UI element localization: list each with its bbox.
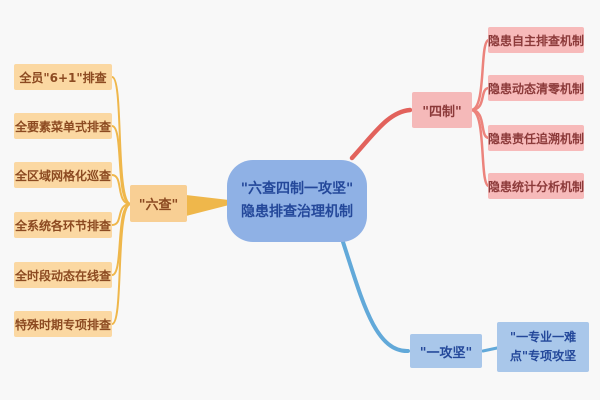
connector-center-yigongjian xyxy=(341,240,410,354)
leaf-node-sizhi-2[interactable]: 隐患动态清零机制 xyxy=(488,75,584,101)
leaf-node-yigongjian-1[interactable]: "一专业一难点"专项攻坚 xyxy=(497,322,589,372)
leaf-node-liucha-2[interactable]: 全要素菜单式排查 xyxy=(14,113,112,139)
connector-liucha-item-1 xyxy=(111,76,132,205)
connector-liucha-item-6 xyxy=(111,203,132,325)
center-node[interactable]: "六查四制一攻坚" 隐患排查治理机制 xyxy=(227,160,367,242)
connector-liucha-center xyxy=(186,195,229,216)
leaf-node-liucha-5[interactable]: 全时段动态在线查 xyxy=(14,262,112,288)
connector-liucha-item-2 xyxy=(111,125,132,205)
leaf-node-liucha-4[interactable]: 全系统各环节排查 xyxy=(14,212,112,238)
leaf-node-liucha-6[interactable]: 特殊时期专项排查 xyxy=(14,311,112,337)
branch-node-yigongjian[interactable]: "一攻坚" xyxy=(410,334,482,368)
branch-node-liucha[interactable]: "六查" xyxy=(130,185,187,222)
leaf-node-sizhi-4[interactable]: 隐患统计分析机制 xyxy=(488,173,584,199)
branch-node-sizhi[interactable]: "四制" xyxy=(412,92,472,128)
leaf-node-sizhi-3[interactable]: 隐患责任追溯机制 xyxy=(488,125,584,151)
connector-yigongjian-item-1 xyxy=(481,346,499,353)
connector-sizhi-item-4 xyxy=(469,108,491,188)
leaf-node-liucha-1[interactable]: 全员"6+1"排查 xyxy=(14,64,112,90)
connector-sizhi-item-1 xyxy=(469,38,491,112)
leaf-node-liucha-3[interactable]: 全区域网格化巡查 xyxy=(14,162,112,188)
connector-center-sizhi xyxy=(349,107,413,161)
leaf-node-sizhi-1[interactable]: 隐患自主排查机制 xyxy=(488,27,584,53)
connector-liucha-item-3 xyxy=(111,174,132,205)
